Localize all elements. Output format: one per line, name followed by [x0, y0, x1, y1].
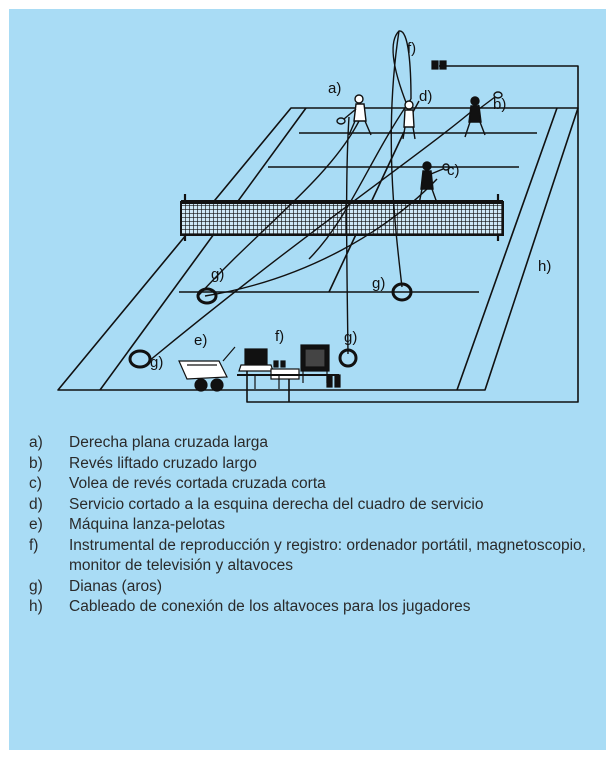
speakers-bottom	[326, 374, 341, 388]
speaker-cable	[246, 65, 579, 403]
player-b	[464, 91, 503, 138]
tennis-net	[180, 201, 504, 236]
label-b: b)	[493, 96, 506, 113]
singles-sideline-left	[99, 107, 307, 391]
label-g: g)	[211, 266, 224, 283]
trajectory-b	[148, 104, 480, 362]
net-tape	[181, 200, 503, 204]
target-ring	[391, 282, 413, 302]
tv-monitor	[300, 344, 330, 383]
target-ring	[196, 287, 218, 305]
tennis-court-diagram: a) f) d) b) c) h) g) g) g) g) e) f)	[57, 30, 579, 403]
target-ring	[338, 348, 358, 368]
legend-item-f: f)Instrumental de reproducción y registr…	[29, 536, 586, 575]
label-h: h)	[538, 258, 551, 275]
label-c: c)	[447, 162, 460, 179]
label-e: e)	[194, 332, 207, 349]
trajectory-a	[345, 116, 350, 355]
trajectory-d-return	[308, 98, 412, 260]
player-a	[336, 94, 372, 136]
ball-machine	[178, 346, 236, 392]
legend-item-d: d)Servicio cortado a la esquina derecha …	[29, 495, 484, 513]
legend-item-a: a)Derecha plana cruzada larga	[29, 434, 269, 451]
label-f-bottom: f)	[275, 328, 284, 345]
legend-list: a)Derecha plana cruzada larga b)Revés li…	[29, 433, 589, 618]
legend-item-b: b)Revés liftado cruzado largo	[29, 454, 257, 472]
label-f-top: f)	[407, 40, 416, 57]
label-g: g)	[372, 275, 385, 292]
trajectory-c	[204, 178, 438, 297]
legend-item-g: g)Dianas (aros)	[29, 577, 163, 595]
label-g: g)	[344, 329, 357, 346]
target-ring	[128, 349, 152, 369]
singles-sideline-right	[456, 107, 558, 391]
trajectory-d	[390, 30, 403, 288]
label-d: d)	[419, 88, 432, 105]
laptop	[238, 348, 274, 372]
player-d	[402, 100, 420, 140]
trajectory-a-cross	[198, 120, 360, 296]
speakers-top	[431, 60, 447, 70]
legend-item-e: e)Máquina lanza-pelotas	[29, 516, 225, 533]
court-outer-boundary	[57, 107, 579, 391]
equipment-table	[237, 374, 339, 389]
video-recorder	[270, 360, 300, 380]
label-a: a)	[328, 80, 341, 97]
player-c	[418, 161, 450, 205]
label-g: g)	[150, 354, 163, 371]
legend-item-c: c)Volea de revés cortada cruzada corta	[29, 475, 326, 492]
legend-item-h: h)Cableado de conexión de los altavoces …	[29, 598, 471, 615]
figure-panel: a) f) d) b) c) h) g) g) g) g) e) f) a)De…	[9, 9, 606, 750]
